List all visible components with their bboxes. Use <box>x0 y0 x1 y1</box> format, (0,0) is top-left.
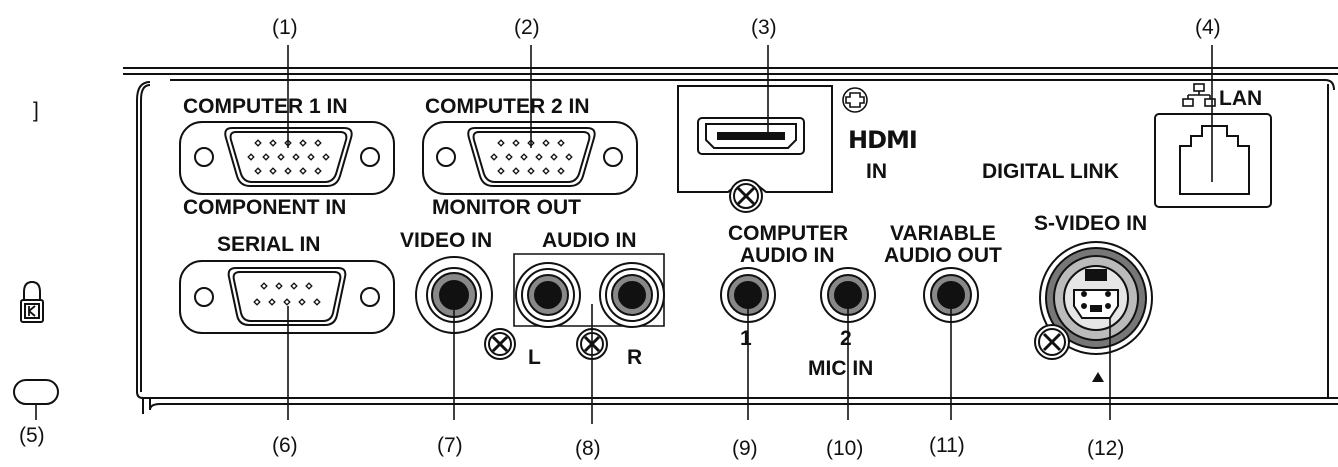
variable-audio-label-line2: AUDIO OUT <box>884 244 1002 267</box>
audio-l-label: L <box>528 346 541 369</box>
video-in-jack <box>415 256 493 334</box>
callout-3: (3) <box>751 16 777 39</box>
screw-icon <box>729 179 763 213</box>
screw-icon <box>1034 324 1070 360</box>
chassis-outline <box>123 67 1338 414</box>
jack-2-label: 2 <box>840 327 852 350</box>
network-icon <box>1182 83 1216 107</box>
mic-in-label: MIC IN <box>808 357 873 380</box>
left-bracket: ] <box>33 99 39 122</box>
callout-8: (8) <box>575 437 601 460</box>
callout-5: (5) <box>19 424 45 447</box>
computer1-connector <box>179 121 395 195</box>
leader-lines <box>35 45 1213 424</box>
hdmi-in-label: IN <box>866 160 887 183</box>
callout-2: (2) <box>514 16 540 39</box>
video-in-label: VIDEO IN <box>400 229 492 252</box>
callout-11: (11) <box>929 434 965 457</box>
computer2-label: COMPUTER 2 IN <box>425 95 590 118</box>
computer-audio-label-line1: COMPUTER <box>728 222 848 245</box>
serial-pins <box>253 282 321 306</box>
hdmi-logo: HDMI <box>848 126 917 154</box>
callout-7: (7) <box>437 434 463 457</box>
lan-label: LAN <box>1219 87 1262 110</box>
jack-1-label: 1 <box>740 327 752 350</box>
svideo-in-jack <box>1039 241 1153 355</box>
computer2-pins <box>490 139 573 175</box>
callout-12: (12) <box>1087 437 1124 460</box>
audio-r-jack <box>599 262 665 328</box>
triangle-icon <box>1092 372 1104 382</box>
svideo-in-label: S-VIDEO IN <box>1034 212 1147 235</box>
callout-9: (9) <box>732 437 758 460</box>
security-slot <box>13 379 59 405</box>
callout-10: (10) <box>826 437 863 460</box>
audio-in-frame <box>513 253 665 327</box>
callouts: (1) (2) (3) (4) (5) (6) (7) (8) (9) (10)… <box>19 16 1221 460</box>
serial-in-label: SERIAL IN <box>217 233 320 256</box>
callout-4: (4) <box>1195 16 1221 39</box>
audio-r-label: R <box>627 346 642 369</box>
computer-audio-label-line2: AUDIO IN <box>740 244 835 267</box>
digital-link-label: DIGITAL LINK <box>982 160 1119 183</box>
computer1-label: COMPUTER 1 IN <box>183 95 348 118</box>
computer-audio-in-1-jack <box>720 267 776 323</box>
computer1-pins <box>247 139 330 175</box>
lan-port <box>1154 113 1272 208</box>
audio-l-jack <box>515 262 581 328</box>
variable-audio-label-line1: VARIABLE <box>890 222 996 245</box>
kensington-lock-icon <box>20 280 44 323</box>
callout-1: (1) <box>272 16 298 39</box>
callout-6: (6) <box>272 434 298 457</box>
computer-audio-in-2-jack <box>820 267 876 323</box>
variable-audio-out-jack <box>923 267 979 323</box>
audio-in-label: AUDIO IN <box>542 229 637 252</box>
serial-connector <box>179 260 395 334</box>
screw-icon <box>484 328 516 360</box>
monitor-out-label: MONITOR OUT <box>432 196 581 219</box>
computer2-connector <box>422 121 638 195</box>
component-label: COMPONENT IN <box>183 196 346 219</box>
ground-icon <box>842 87 868 113</box>
hdmi-connector <box>677 85 833 193</box>
